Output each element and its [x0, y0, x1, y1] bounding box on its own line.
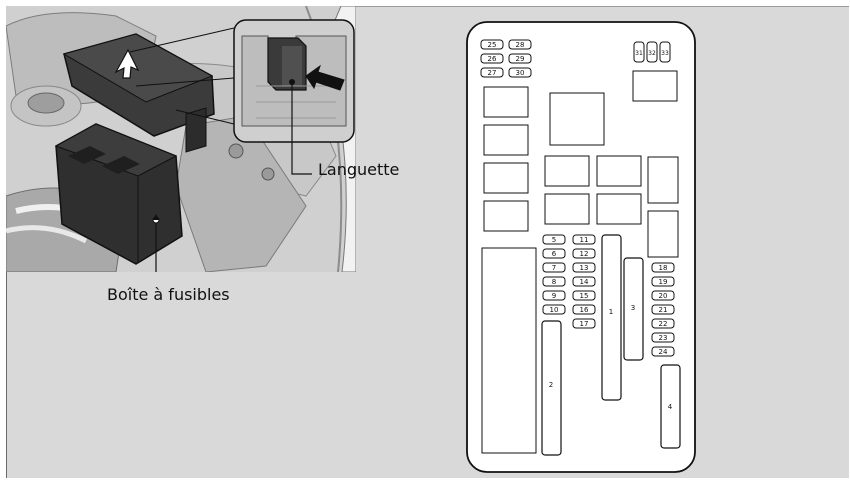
relay-slot: [648, 157, 678, 203]
relay-slot: [484, 163, 528, 193]
fuse-label-14: 14: [580, 278, 589, 286]
fuse-label-21: 21: [659, 306, 668, 314]
relay-slot: [648, 211, 678, 257]
fuse-label-6: 6: [552, 250, 557, 258]
fuse-label-12: 12: [580, 250, 589, 258]
relay-slot: [550, 93, 604, 145]
fuse-label-23: 23: [659, 334, 668, 342]
fuse-label-9: 9: [552, 292, 556, 300]
fuse-label-29: 29: [516, 55, 525, 63]
fuse-label-30: 30: [516, 69, 525, 77]
fuse-label-24: 24: [659, 348, 668, 356]
fuse-label-22: 22: [659, 320, 668, 328]
relay-slot: [484, 201, 528, 231]
relay-slot: [633, 71, 677, 101]
fuse-label-25: 25: [488, 41, 497, 49]
fuse-label-13: 13: [580, 264, 589, 272]
relay-slot: [545, 194, 589, 224]
relay-slot: [597, 194, 641, 224]
fuse-label-28: 28: [516, 41, 525, 49]
fuse-label-17: 17: [580, 320, 589, 328]
relay-slot: [597, 156, 641, 186]
fuse-label-7: 7: [552, 264, 556, 272]
large-fuse-label-2: 2: [549, 381, 553, 389]
fuse-label-31: 31: [635, 50, 643, 57]
fuse-label-10: 10: [550, 306, 559, 314]
fuse-label-18: 18: [659, 264, 668, 272]
large-fuse-label-4: 4: [668, 403, 673, 411]
fuse-column-c: 18 19 20 21 22 23 24: [652, 263, 674, 356]
fuse-label-32: 32: [648, 50, 656, 57]
relay-slot-tall: [482, 248, 536, 453]
fuse-label-20: 20: [659, 292, 668, 300]
fuse-label-11: 11: [580, 236, 589, 244]
large-fuse-1: [602, 235, 621, 400]
fuse-label-26: 26: [488, 55, 497, 63]
large-fuse-label-1: 1: [609, 308, 613, 316]
relay-slot: [545, 156, 589, 186]
fuse-label-16: 16: [580, 306, 589, 314]
fuse-label-19: 19: [659, 278, 668, 286]
relay-slot: [484, 125, 528, 155]
large-fuse-label-3: 3: [631, 304, 635, 312]
fuse-label-15: 15: [580, 292, 589, 300]
fuse-column-b: 11 12 13 14 15 16 17: [573, 235, 595, 328]
relay-slot: [484, 87, 528, 117]
fuse-label-5: 5: [552, 236, 556, 244]
fuse-group-top-right: 31 32 33: [634, 42, 670, 62]
fuse-label-8: 8: [552, 278, 556, 286]
fuse-label-33: 33: [661, 50, 669, 57]
fuse-label-27: 27: [488, 69, 497, 77]
